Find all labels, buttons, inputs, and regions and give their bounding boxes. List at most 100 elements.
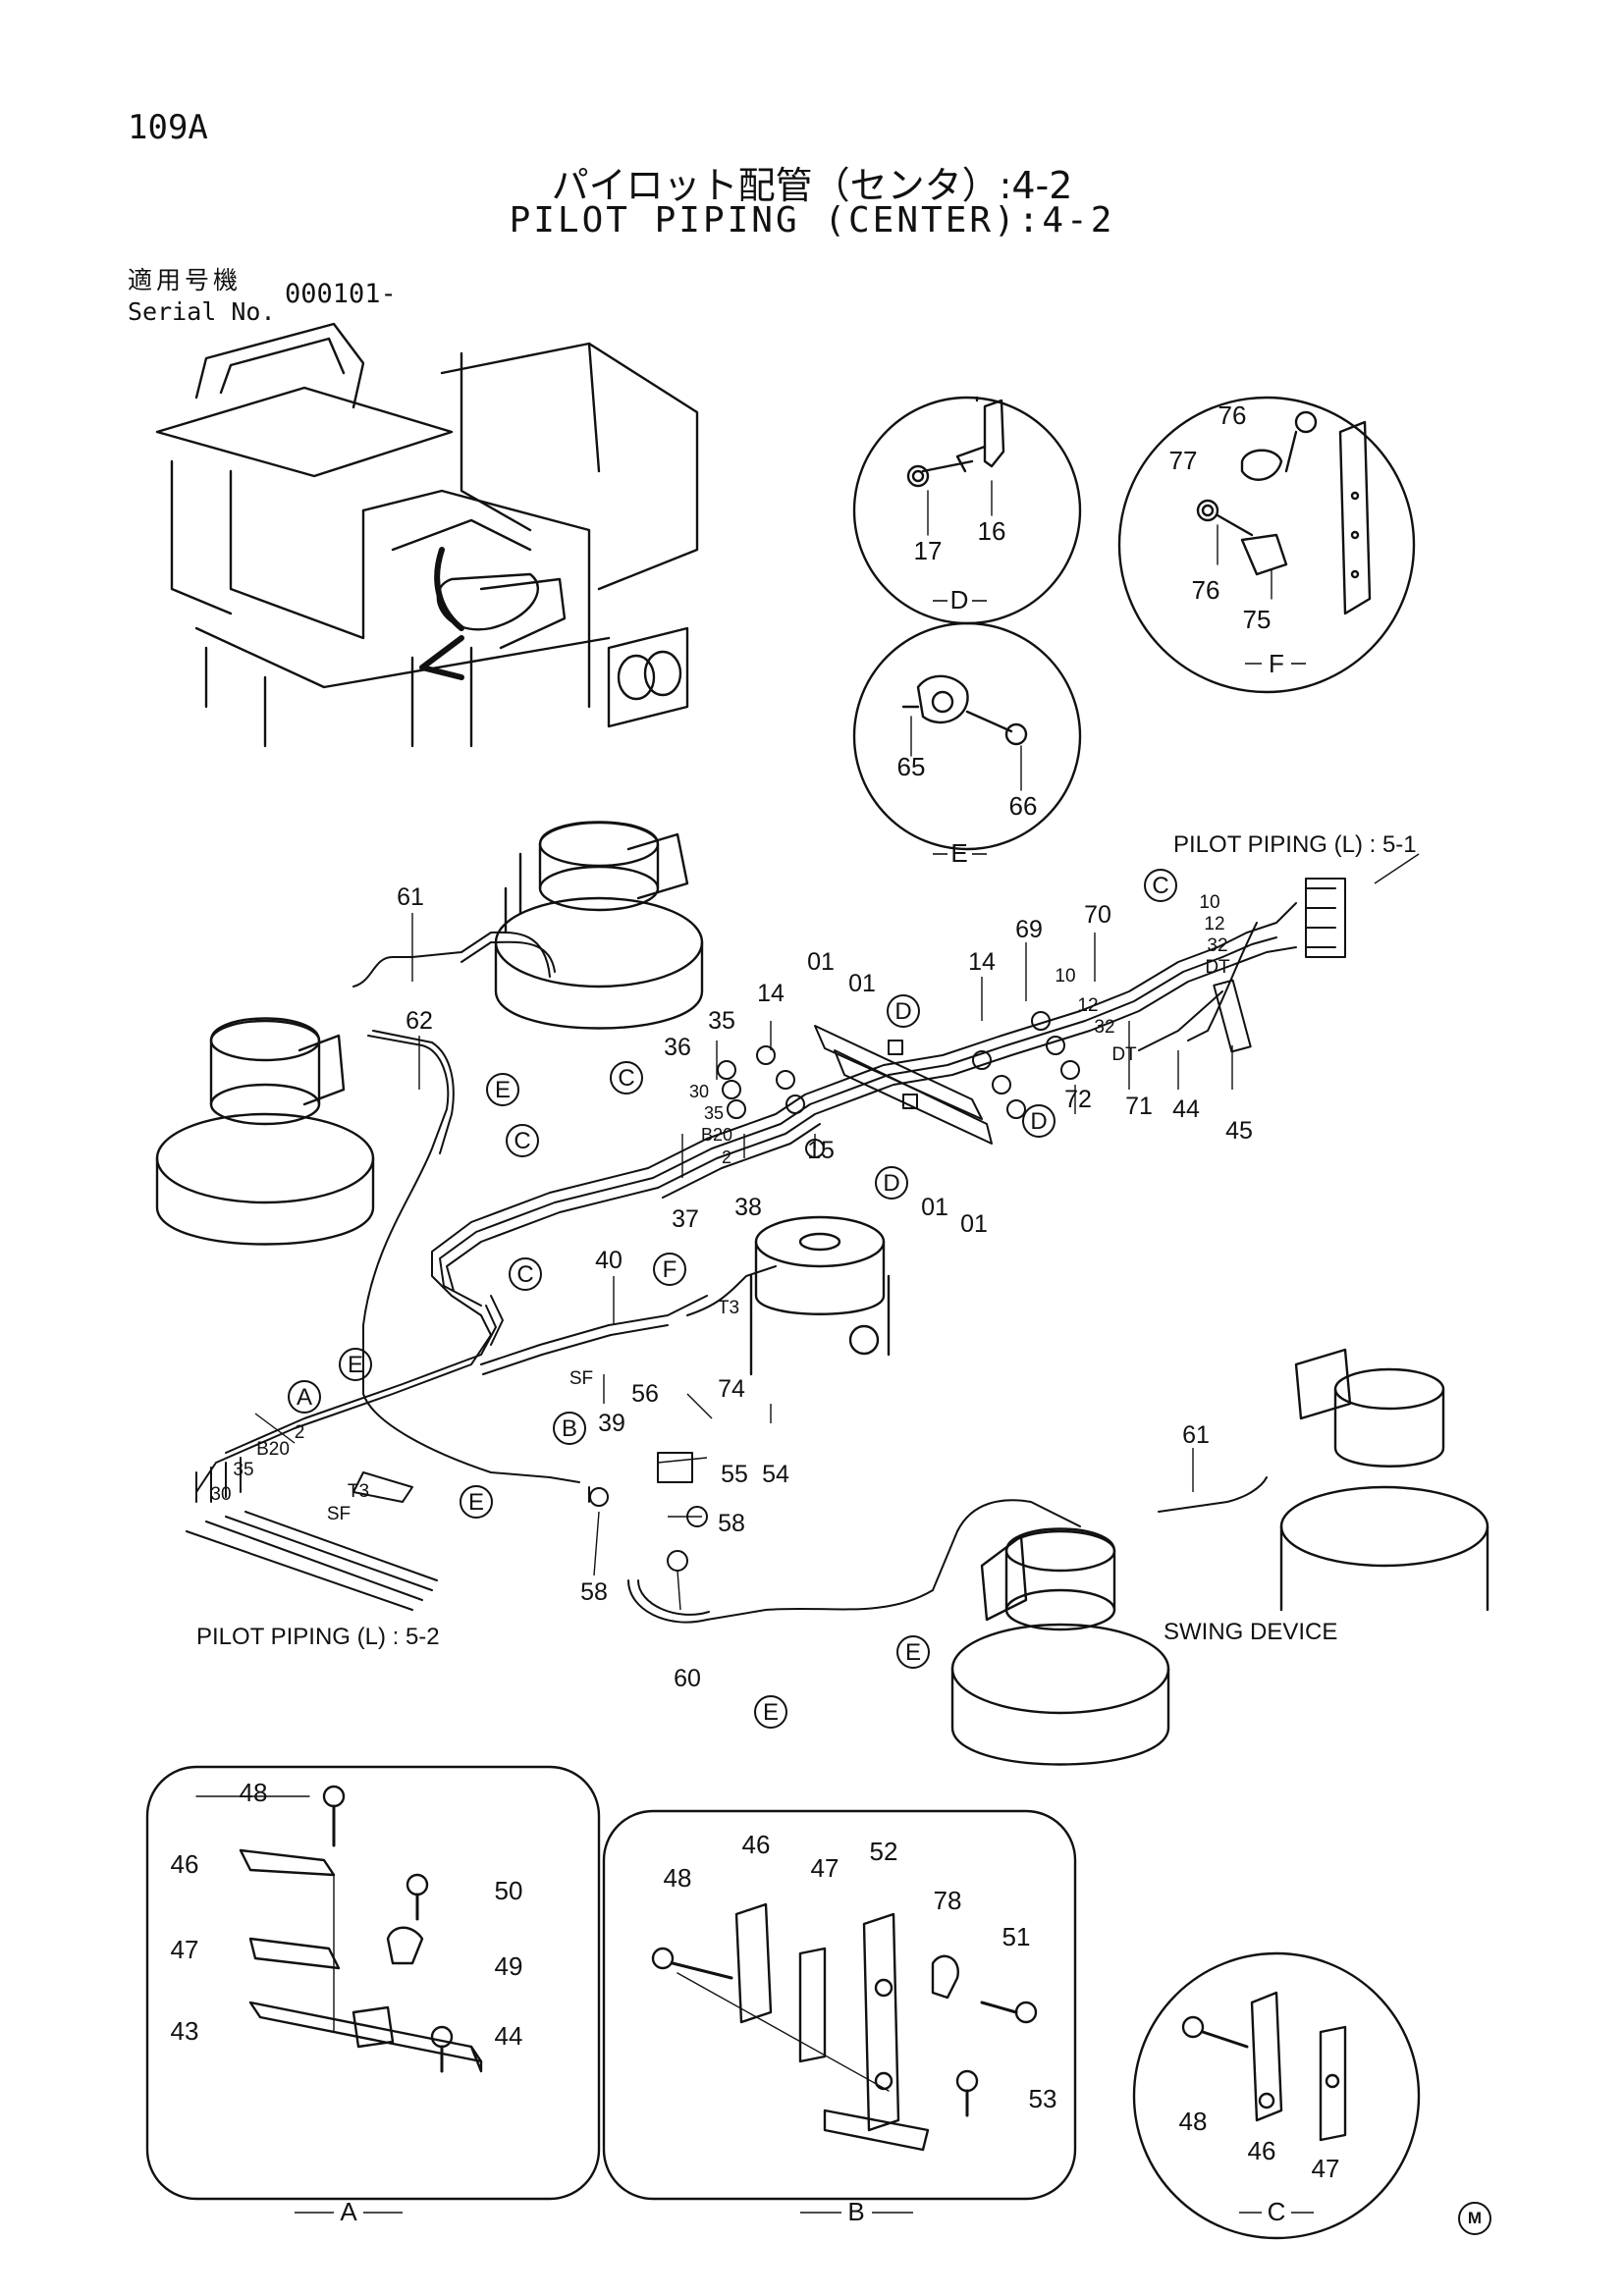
circled-letter-c-2: C xyxy=(506,1124,539,1157)
reference-pilot-piping-5-2: PILOT PIPING (L) : 5-2 xyxy=(196,1624,440,1650)
page-number: 109A xyxy=(128,108,208,147)
detail-d-letter: D xyxy=(950,585,969,614)
callout-56: 56 xyxy=(631,1380,659,1408)
callout-74: 74 xyxy=(718,1375,745,1403)
callout-35-left: 35 xyxy=(233,1460,253,1480)
callout-10-right: 10 xyxy=(1199,892,1219,913)
swing-motor-left xyxy=(155,1017,375,1246)
detail-f-letter: F xyxy=(1269,649,1284,678)
callout-sf-center: SF xyxy=(569,1368,593,1389)
svg-text:C: C xyxy=(618,1065,634,1092)
callout-35: 35 xyxy=(708,1007,735,1035)
detail-a-part-46: 46 xyxy=(171,1849,199,1879)
svg-text:D: D xyxy=(894,998,911,1025)
detail-view-a xyxy=(145,1765,601,2201)
detail-a-part-50: 50 xyxy=(495,1876,523,1905)
svg-text:E: E xyxy=(468,1489,484,1516)
main-callouts: 61 62 35 14 01 01 14 69 70 36 30 35 B20 … xyxy=(210,883,1252,1692)
swing-motor-bottom-center xyxy=(950,1527,1170,1766)
callout-39: 39 xyxy=(598,1410,625,1437)
circled-letter-b: B xyxy=(553,1412,586,1445)
callout-14-right: 14 xyxy=(968,948,996,976)
circled-letter-d-3: D xyxy=(1022,1104,1056,1138)
callout-01-c: 01 xyxy=(921,1194,948,1221)
detail-a-part-48: 48 xyxy=(240,1778,268,1807)
circled-letter-a: A xyxy=(288,1380,321,1414)
callout-62: 62 xyxy=(406,1007,433,1035)
callout-01-b: 01 xyxy=(848,970,876,997)
detail-c-part-47: 47 xyxy=(1312,2154,1340,2183)
svg-text:E: E xyxy=(763,1699,779,1726)
svg-text:D: D xyxy=(1030,1108,1047,1135)
circled-letter-c-3: C xyxy=(509,1257,542,1291)
circled-letter-c-4: C xyxy=(1144,869,1177,902)
detail-e-letter: E xyxy=(950,838,967,868)
detail-b-part-46: 46 xyxy=(742,1830,771,1859)
svg-text:C: C xyxy=(1152,873,1168,899)
detail-a-part-43: 43 xyxy=(171,2016,199,2046)
callout-35-small: 35 xyxy=(704,1103,724,1123)
machine-overview-sketch xyxy=(155,322,699,748)
callout-58-right: 58 xyxy=(718,1510,745,1537)
callout-30-left: 30 xyxy=(210,1484,231,1505)
callout-01-d: 01 xyxy=(960,1210,988,1238)
detail-d-part-16: 16 xyxy=(978,516,1006,546)
page-title-japanese: パイロット配管（センタ）:4-2 xyxy=(551,164,1073,207)
callout-37: 37 xyxy=(672,1205,699,1233)
svg-text:A: A xyxy=(297,1384,312,1411)
detail-f-part-76-top: 76 xyxy=(1218,400,1247,430)
detail-b-part-52: 52 xyxy=(870,1837,898,1866)
detail-f-part-76-bottom: 76 xyxy=(1192,575,1220,605)
detail-c-letter: C xyxy=(1268,2197,1286,2226)
detail-a-part-44: 44 xyxy=(495,2021,523,2051)
serial-number-value: 000101- xyxy=(285,279,397,309)
label-swing-device: SWING DEVICE xyxy=(1164,1619,1337,1645)
callout-61-bottom: 61 xyxy=(1182,1421,1210,1449)
detail-a-part-49: 49 xyxy=(495,1951,523,1981)
callout-30: 30 xyxy=(689,1082,709,1101)
circled-letter-f: F xyxy=(653,1253,686,1286)
detail-f-part-77: 77 xyxy=(1169,446,1198,475)
svg-text:C: C xyxy=(516,1261,533,1288)
detail-f-part-75: 75 xyxy=(1243,605,1272,634)
callout-38: 38 xyxy=(734,1194,762,1221)
callout-40: 40 xyxy=(595,1247,623,1274)
callout-36: 36 xyxy=(664,1034,691,1061)
circled-letter-e-2: E xyxy=(339,1348,372,1381)
detail-a-letter: A xyxy=(340,2197,357,2226)
serial-label-english: Serial No. xyxy=(128,297,276,326)
svg-text:E: E xyxy=(495,1077,511,1103)
callout-12-mid: 12 xyxy=(1077,995,1098,1016)
circled-letter-d-2: D xyxy=(875,1166,908,1200)
callout-60: 60 xyxy=(674,1665,701,1692)
detail-b-part-51: 51 xyxy=(1002,1922,1031,1951)
callout-14-left: 14 xyxy=(757,980,785,1007)
fittings xyxy=(186,878,1346,1611)
callout-2-left: 2 xyxy=(295,1422,305,1443)
callout-44-main: 44 xyxy=(1172,1095,1200,1123)
svg-text:B: B xyxy=(562,1415,577,1442)
svg-text:E: E xyxy=(905,1639,921,1666)
svg-text:D: D xyxy=(883,1170,899,1197)
callout-dt-mid: DT xyxy=(1111,1044,1137,1065)
detail-c-part-48: 48 xyxy=(1179,2107,1208,2136)
detail-a-part-47: 47 xyxy=(171,1935,199,1964)
callout-71: 71 xyxy=(1125,1093,1153,1120)
detail-b-part-53: 53 xyxy=(1029,2084,1057,2113)
svg-text:C: C xyxy=(514,1128,530,1154)
detail-e-part-65: 65 xyxy=(897,752,926,781)
detail-view-c xyxy=(1132,1951,1421,2240)
callout-t3-right: T3 xyxy=(718,1298,739,1318)
svg-text:E: E xyxy=(348,1352,363,1378)
callout-12-right: 12 xyxy=(1204,914,1224,934)
callout-dt-right: DT xyxy=(1205,957,1230,978)
callout-sf-left: SF xyxy=(327,1504,351,1524)
callout-15: 15 xyxy=(807,1137,835,1164)
corner-m-mark: M xyxy=(1458,2202,1491,2235)
circled-letter-c-1: C xyxy=(610,1061,643,1095)
detail-view-e xyxy=(852,621,1082,851)
svg-text:F: F xyxy=(663,1256,677,1283)
detail-e-part-66: 66 xyxy=(1009,791,1038,821)
circled-letter-e-4: E xyxy=(896,1635,930,1669)
